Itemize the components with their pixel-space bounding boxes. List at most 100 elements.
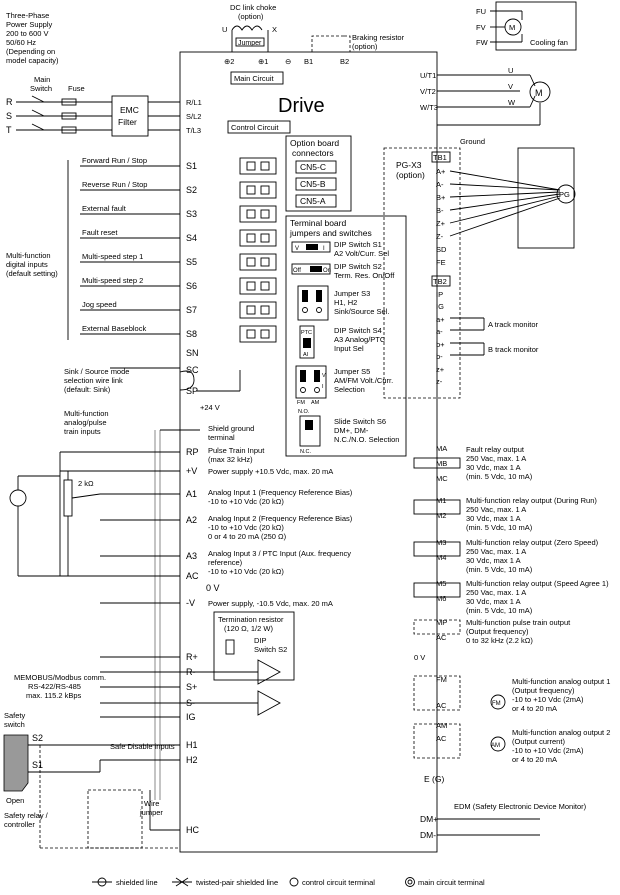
di-label-2: Reverse Run / Stop	[82, 180, 147, 189]
comm-line-2: RS-422/RS-485	[28, 682, 81, 691]
relay-fault-2: 250 Vac, max. 1 A	[466, 454, 526, 463]
tb1-b-minus: B-	[436, 206, 444, 215]
s4-line-1: DIP Switch S4	[334, 326, 382, 335]
edm-label: EDM (Safety Electronic Device Monitor)	[454, 802, 587, 811]
di-group-3: (default setting)	[6, 269, 58, 278]
di-row-2: Reverse Run / Stop S2	[80, 180, 277, 199]
relay-m4: M4	[436, 553, 446, 562]
s5-jumper	[295, 365, 327, 399]
comm-line-3: max. 115.2 kBps	[26, 691, 82, 700]
relay-mb: MB	[436, 459, 447, 468]
motor-w: W	[508, 98, 516, 107]
ai-a1-1: Analog Input 1 (Frequency Reference Bias…	[208, 488, 353, 497]
s6-mark-no: N.O.	[298, 409, 310, 415]
ai-term-a1: A1	[186, 489, 197, 499]
relay-zero: M3 M4 Multi-function relay output (Zero …	[413, 538, 599, 574]
emc-line-2: Filter	[118, 117, 137, 127]
brake-line-1: Braking resistor	[352, 33, 405, 42]
ai-row-rp: RP Pulse Train Input (max 32 kHz)	[60, 446, 265, 464]
dc-term-p2: ⊕2	[224, 57, 234, 66]
ai-pv-1: Power supply +10.5 Vdc, max. 20 mA	[208, 467, 333, 476]
relay-run: M1 M2 Multi-function relay output (Durin…	[413, 496, 597, 532]
di-term-6: S6	[186, 281, 197, 291]
analog-output-1: FM AC FM Multi-function analog output 1 …	[413, 675, 610, 713]
comm-term-sp: S+	[186, 682, 197, 692]
s2-line-2: Term. Res. On/Off	[334, 271, 395, 280]
relay-m2: M2	[436, 511, 446, 520]
relay-m3: M3	[436, 538, 446, 547]
ai-ac-1: 0 V	[206, 583, 220, 593]
ai-row-nv: -V Power supply, -10.5 Vdc, max. 20 mA	[100, 598, 333, 608]
ai-term-ac: AC	[186, 571, 199, 581]
ai-term-a3: A3	[186, 551, 197, 561]
s1-mark-i: I	[323, 246, 325, 252]
pulse-out-3: 0 to 32 kHz (2.2 kΩ)	[466, 636, 533, 645]
fan-label: Cooling fan	[530, 38, 568, 47]
ai-a3-1: Analog Input 3 / PTC Input (Aux. frequen…	[208, 549, 351, 558]
power-line-1: Three-Phase	[6, 11, 49, 20]
ai-rp-2: (max 32 kHz)	[208, 455, 253, 464]
tb1-sd: SD	[436, 245, 447, 254]
relay-ma: MA	[436, 444, 447, 453]
ai-group-1: Multi-function	[64, 409, 109, 418]
tb2-ip: IP	[436, 290, 443, 299]
option-title-1: Option board	[290, 138, 339, 148]
main-circuit-label: Main Circuit	[234, 74, 275, 83]
s4-line-2: A3 Analog/PTC	[334, 335, 386, 344]
dc-term-b2: B2	[340, 57, 349, 66]
tb2-b-minus: b-	[436, 352, 443, 361]
jumper-box	[235, 37, 265, 47]
s5-line-1: Jumper S5	[334, 367, 370, 376]
ai-a2-2: -10 to +10 Vdc (20 kΩ)	[208, 523, 284, 532]
tb1-a-plus: A+	[436, 167, 446, 176]
legend-control: control circuit terminal	[302, 878, 375, 887]
safety-switch-2: switch	[4, 720, 25, 729]
safe-inputs-label: Safe Disable inputs	[110, 742, 175, 751]
fan-motor	[504, 18, 522, 36]
input-wiring	[16, 95, 180, 134]
s5-mark-fm: FM	[297, 400, 305, 406]
ai-rp-1: Pulse Train Input	[208, 446, 265, 455]
phase-r: R	[6, 97, 13, 107]
relay-agree-4: (min. 5 Vdc, 10 mA)	[466, 606, 533, 615]
drive-title: Drive	[278, 95, 325, 117]
relay-mc: MC	[436, 474, 448, 483]
phase-s: S	[6, 111, 12, 121]
fuse-label: Fuse	[68, 84, 85, 93]
tb2-z-plus: z+	[436, 365, 445, 374]
dc-term-n: ⊖	[285, 57, 291, 66]
option-board-box	[285, 135, 352, 212]
legend-shielded: shielded line	[116, 878, 158, 887]
comm-term-sm: S-	[186, 698, 195, 708]
s5-line-2: AM/FM Volt./Curr.	[334, 376, 393, 385]
power-line-6: model capacity)	[6, 56, 59, 65]
comm-wiring	[100, 656, 281, 718]
digital-input-rail	[67, 160, 180, 369]
dc-term-p1: ⊕1	[258, 57, 268, 66]
safety-s2: S2	[32, 733, 43, 743]
pulse-ac: AC	[436, 633, 447, 642]
term-res-1: Termination resistor	[218, 615, 284, 624]
switches-box	[285, 215, 407, 457]
power-line-2: Power Supply	[6, 20, 53, 29]
out-u-t1: U/T1	[420, 71, 436, 80]
term-dip-1: DIP	[254, 636, 267, 645]
pulse-mp: MP	[436, 618, 447, 627]
aout1-3: -10 to +10 Vdc (2mA)	[512, 695, 584, 704]
di-term-8: S8	[186, 329, 197, 339]
term-sn: SN	[186, 348, 199, 358]
safety-relay-1: Safety relay /	[4, 811, 49, 820]
sinksrc-2: selection wire link	[64, 376, 123, 385]
b-track-monitor: B track monitor	[488, 345, 539, 354]
tb2-b-plus: b+	[436, 340, 445, 349]
pot-label: 2 kΩ	[78, 479, 94, 488]
di-term-1: S1	[186, 161, 197, 171]
pg-wiring	[449, 147, 575, 356]
relay-fault: MA MB MC Fault relay output 250 Vac, max…	[413, 444, 533, 483]
aout2-1: Multi-function analog output 2	[512, 728, 610, 737]
legend-twisted: twisted-pair shielded line	[196, 878, 278, 887]
terminal-s-l2: S/L2	[186, 112, 201, 121]
emc-line-1: EMC	[120, 105, 139, 115]
terminal-r-l1: R/L1	[186, 98, 202, 107]
